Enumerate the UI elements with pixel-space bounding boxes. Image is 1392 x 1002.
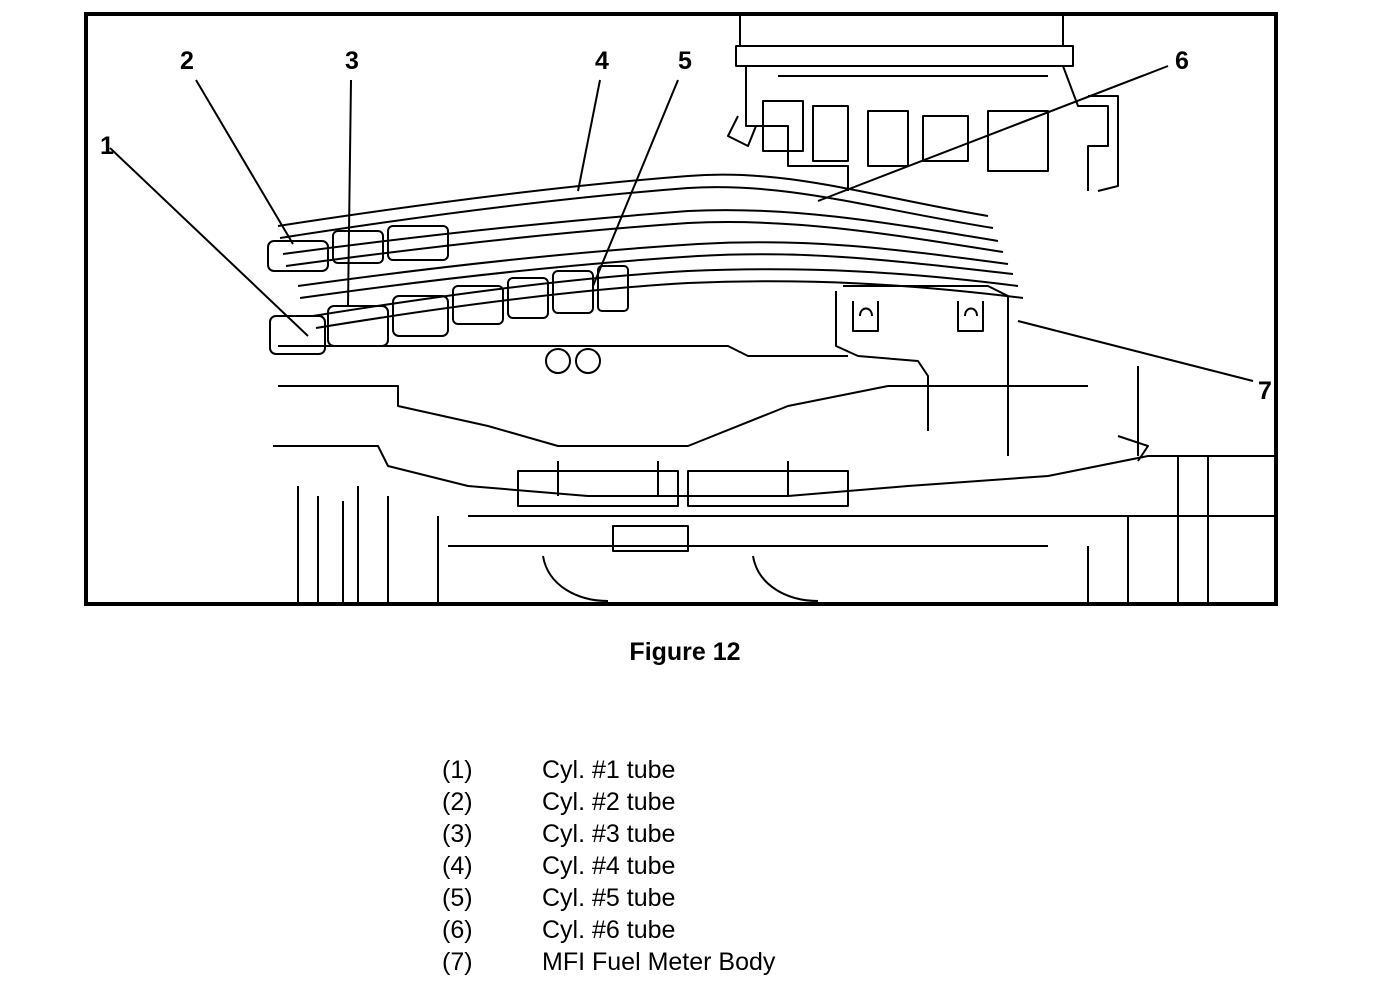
legend-description: Cyl. #1 tube [542,756,676,784]
leader-line-6 [817,65,1169,202]
legend-item: (2) Cyl. #2 tube [442,786,775,818]
callout-6: 6 [1175,47,1189,75]
callout-2: 2 [180,47,194,75]
parts-legend: (1) Cyl. #1 tube (2) Cyl. #2 tube (3) Cy… [442,754,775,978]
legend-item: (6) Cyl. #6 tube [442,914,775,946]
fuel-meter-body-drawing [835,285,1009,456]
legend-description: Cyl. #5 tube [542,884,676,912]
legend-description: Cyl. #3 tube [542,820,676,848]
injector-bodies-drawing [267,225,629,374]
legend-number: (5) [442,884,473,912]
callout-5: 5 [678,47,692,75]
engine-line-drawing: 1 2 3 4 5 6 7 [100,16,1274,602]
callout-leader-lines [109,65,1254,382]
leader-line-5 [592,79,679,287]
legend-item: (4) Cyl. #4 tube [442,850,775,882]
legend-number: (2) [442,788,473,816]
engine-diagram-frame: 1 2 3 4 5 6 7 [84,12,1278,606]
legend-number: (6) [442,916,473,944]
lower-manifold-drawing [273,345,1274,602]
callout-7: 7 [1258,377,1272,405]
callout-4: 4 [595,47,609,75]
leader-line-2 [195,79,294,245]
legend-item: (7) MFI Fuel Meter Body [442,946,775,978]
legend-item: (3) Cyl. #3 tube [442,818,775,850]
callout-3: 3 [345,47,359,75]
figure-caption: Figure 12 [629,638,741,666]
legend-number: (3) [442,820,473,848]
leader-line-7 [1017,320,1254,382]
legend-description: Cyl. #6 tube [542,916,676,944]
legend-description: MFI Fuel Meter Body [542,948,776,976]
legend-item: (1) Cyl. #1 tube [442,754,775,786]
callout-1: 1 [100,132,114,160]
leader-line-3 [347,79,352,307]
legend-number: (7) [442,948,473,976]
intake-housing-drawing [727,16,1119,192]
legend-number: (1) [442,756,473,784]
leader-line-1 [109,147,309,337]
fuel-tube-bundle-drawing [277,173,1024,329]
legend-item: (5) Cyl. #5 tube [442,882,775,914]
legend-number: (4) [442,852,473,880]
leader-line-4 [577,79,601,192]
legend-description: Cyl. #4 tube [542,852,676,880]
legend-description: Cyl. #2 tube [542,788,676,816]
